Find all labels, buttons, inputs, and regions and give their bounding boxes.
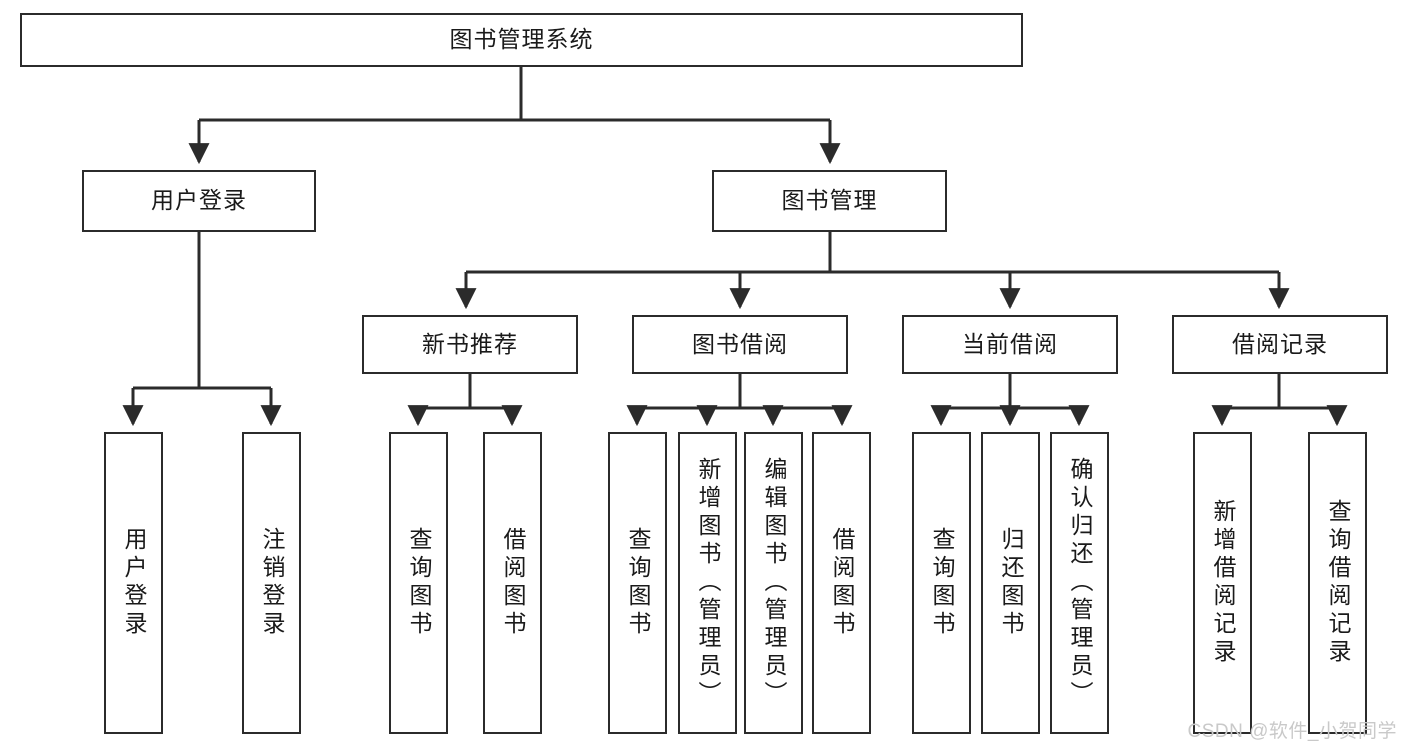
leaf-current-borrow-return-book[interactable]: 归还图书 [981, 432, 1040, 734]
node-borrow-record[interactable]: 借阅记录 [1172, 315, 1388, 374]
leaf-user-login-login[interactable]: 用户登录 [104, 432, 163, 734]
node-label: 图书借阅 [692, 330, 788, 357]
csdn-watermark: CSDN @软件_小贺同学 [1187, 721, 1397, 742]
leaf-borrow-record-add-record[interactable]: 新增借阅记录 [1193, 432, 1252, 734]
leaf-label: 借阅图书 [829, 527, 855, 639]
leaf-borrow-record-query-record[interactable]: 查询借阅记录 [1308, 432, 1367, 734]
leaf-label: 查询图书 [625, 527, 651, 639]
node-label: 新书推荐 [422, 330, 518, 357]
leaf-label: 新增借阅记录 [1210, 499, 1236, 667]
leaf-new-book-borrow-book[interactable]: 借阅图书 [483, 432, 542, 734]
leaf-label: 查询图书 [929, 527, 955, 639]
leaf-label: 借阅图书 [500, 527, 526, 639]
node-book-management[interactable]: 图书管理 [712, 170, 947, 232]
leaf-current-borrow-query-book[interactable]: 查询图书 [912, 432, 971, 734]
node-label: 用户登录 [151, 187, 247, 214]
node-root-book-management-system[interactable]: 图书管理系统 [20, 13, 1023, 67]
leaf-label: 归还图书 [998, 527, 1024, 639]
leaf-label: 查询借阅记录 [1325, 499, 1351, 667]
node-label: 当前借阅 [962, 330, 1058, 357]
leaf-label: 新增图书（管理员） [695, 457, 721, 709]
leaf-label: 用户登录 [121, 527, 147, 639]
leaf-current-borrow-confirm-return-admin[interactable]: 确认归还（管理员） [1050, 432, 1109, 734]
node-current-borrow[interactable]: 当前借阅 [902, 315, 1118, 374]
leaf-label: 查询图书 [406, 527, 432, 639]
node-label: 图书管理系统 [449, 26, 594, 53]
node-label: 图书管理 [781, 187, 878, 214]
node-label: 借阅记录 [1232, 330, 1328, 357]
leaf-book-borrow-add-book-admin[interactable]: 新增图书（管理员） [678, 432, 737, 734]
leaf-book-borrow-query-book[interactable]: 查询图书 [608, 432, 667, 734]
node-user-login[interactable]: 用户登录 [82, 170, 316, 232]
leaf-book-borrow-borrow-book[interactable]: 借阅图书 [812, 432, 871, 734]
leaf-label: 编辑图书（管理员） [761, 457, 787, 709]
leaf-book-borrow-edit-book-admin[interactable]: 编辑图书（管理员） [744, 432, 803, 734]
node-book-borrow[interactable]: 图书借阅 [632, 315, 848, 374]
leaf-user-login-logout[interactable]: 注销登录 [242, 432, 301, 734]
leaf-label: 注销登录 [259, 527, 285, 639]
leaf-new-book-query-book[interactable]: 查询图书 [389, 432, 448, 734]
leaf-label: 确认归还（管理员） [1067, 457, 1093, 709]
node-new-book-recommend[interactable]: 新书推荐 [362, 315, 578, 374]
